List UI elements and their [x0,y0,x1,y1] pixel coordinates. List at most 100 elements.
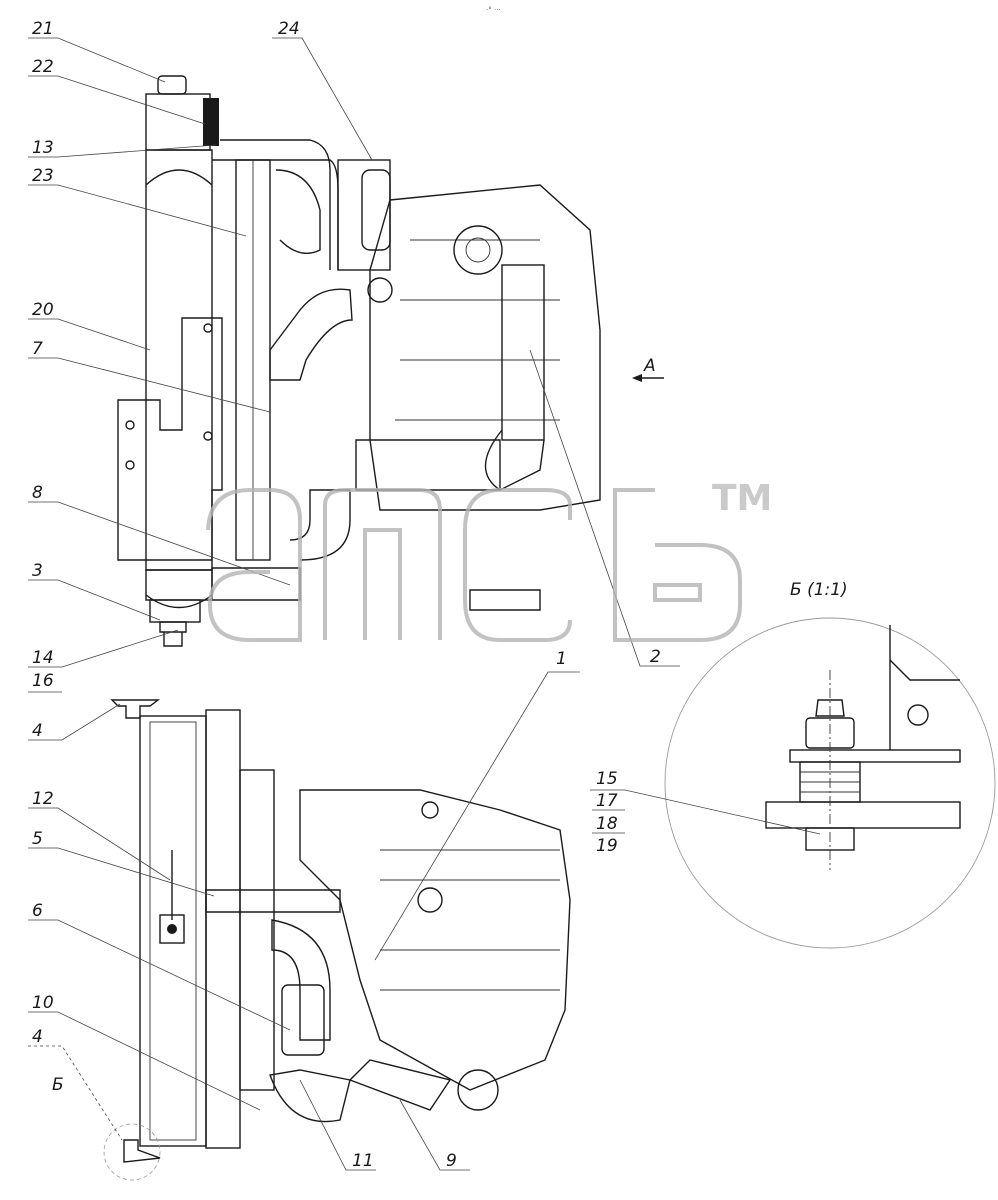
leader-22 [28,75,206,125]
detail-nut-top [815,699,845,717]
callout-11: 11 [352,1151,374,1171]
radiator-core [145,149,213,571]
callout-2: 2 [650,647,661,667]
radiator-fins [149,721,197,1141]
leader-24 [272,37,373,161]
radiator-bottom-tank [145,594,213,609]
callout-20: 20 [32,300,54,320]
callout-4-bottom: 4 [32,1027,43,1047]
leader-5 [28,847,215,897]
callout-14: 14 [32,648,54,668]
tank-bracket [203,98,219,146]
drain-plug [159,621,187,647]
detail-title: Б (1:1) [790,580,848,600]
shroud-bolt-4 [203,431,213,441]
lower-sensor [421,801,439,819]
shroud-bolt-3 [203,323,213,333]
callout-5: 5 [32,829,43,849]
upper-view: A [117,75,664,647]
lower-cap [417,887,443,913]
lower-radiator-frame [205,709,241,1149]
shroud-bolt-2 [125,460,135,470]
inlet-elbow [269,288,353,381]
callout-22: 22 [32,57,54,77]
elbow-hose [275,169,321,254]
engine-ribs [395,239,560,421]
callout-23: 23 [32,166,54,186]
callout-24: 24 [278,19,300,39]
lower-engine-ribs [380,849,560,991]
leader-3 [28,579,161,621]
side-shroud [117,317,223,561]
thermostat-housing [337,159,391,271]
callout-9: 9 [446,1151,457,1171]
leader-21 [28,37,166,83]
callout-21: 21 [32,19,54,39]
callout-labels: 21 22 13 23 24 20 7 8 3 14 16 2 1 4 12 5… [32,19,661,1171]
filler-cap [157,75,187,95]
hose-6 [281,984,325,1056]
leader-9 [399,1099,470,1171]
callout-13: 13 [32,138,54,158]
callout-6: 6 [32,901,43,921]
leader-12 [28,807,171,881]
upper-hose [212,159,339,270]
callout-4-top: 4 [32,721,43,741]
water-pump-hub [465,237,491,263]
engine-block [369,184,601,511]
callout-18: 18 [596,814,618,834]
watermark-trademark: TM [712,478,772,519]
callout-12: 12 [32,789,54,809]
expansion-tank [145,93,211,151]
level-gauge [159,914,185,944]
upper-pipe-lower-view [205,889,341,913]
fan-shroud [239,769,275,1091]
detail-wall-step [889,659,960,681]
mount-bracket-top [110,699,161,719]
leader-15 [590,789,821,835]
detail-hole [907,704,929,726]
callout-19: 19 [596,836,618,856]
bypass-hose [271,919,331,1041]
lower-pipe-9 [348,1059,452,1111]
mount-bracket-bottom [123,1139,161,1163]
drain-outlet [469,589,541,611]
leader-13 [28,144,217,158]
shroud-bolt-1 [125,420,135,430]
callout-16: 16 [32,671,54,691]
callout-15: 15 [596,769,618,789]
detail-circle [664,617,996,949]
leader-6 [28,919,291,1031]
detail-plate-upper [789,749,961,763]
leader-11 [299,1079,376,1171]
view-arrow-head [632,374,642,382]
callout-1: 1 [556,649,567,669]
callout-7: 7 [32,339,43,359]
leader-4a [28,703,121,741]
leader-4b [28,1045,123,1141]
detail-marker: Б [52,1075,64,1095]
lower-water-pump [457,1069,499,1111]
leader-8 [28,501,291,586]
level-gauge-dot [167,924,177,934]
leader-20 [28,318,151,351]
radiator-top-tank [145,169,213,186]
leader-7 [28,357,271,413]
watermark-letter-p [323,488,442,640]
lower-view [103,699,571,1181]
detail-callout-circle [103,1123,161,1181]
thermostat-cover [361,169,391,251]
lower-engine-block [299,789,571,1091]
leader-1 [374,671,580,961]
detail-view: Б (1:1) [664,580,996,949]
watermark-letter-p-inner [363,528,402,640]
leader-10 [28,1011,261,1111]
return-pipe [501,264,545,441]
return-elbow [484,429,545,491]
leader-14 [28,629,179,668]
lower-elbow-lower-view [269,1069,351,1123]
callout-10: 10 [32,993,54,1013]
callout-3: 3 [32,561,43,581]
detail-plate-lower [765,801,961,829]
leader-2 [529,349,680,667]
